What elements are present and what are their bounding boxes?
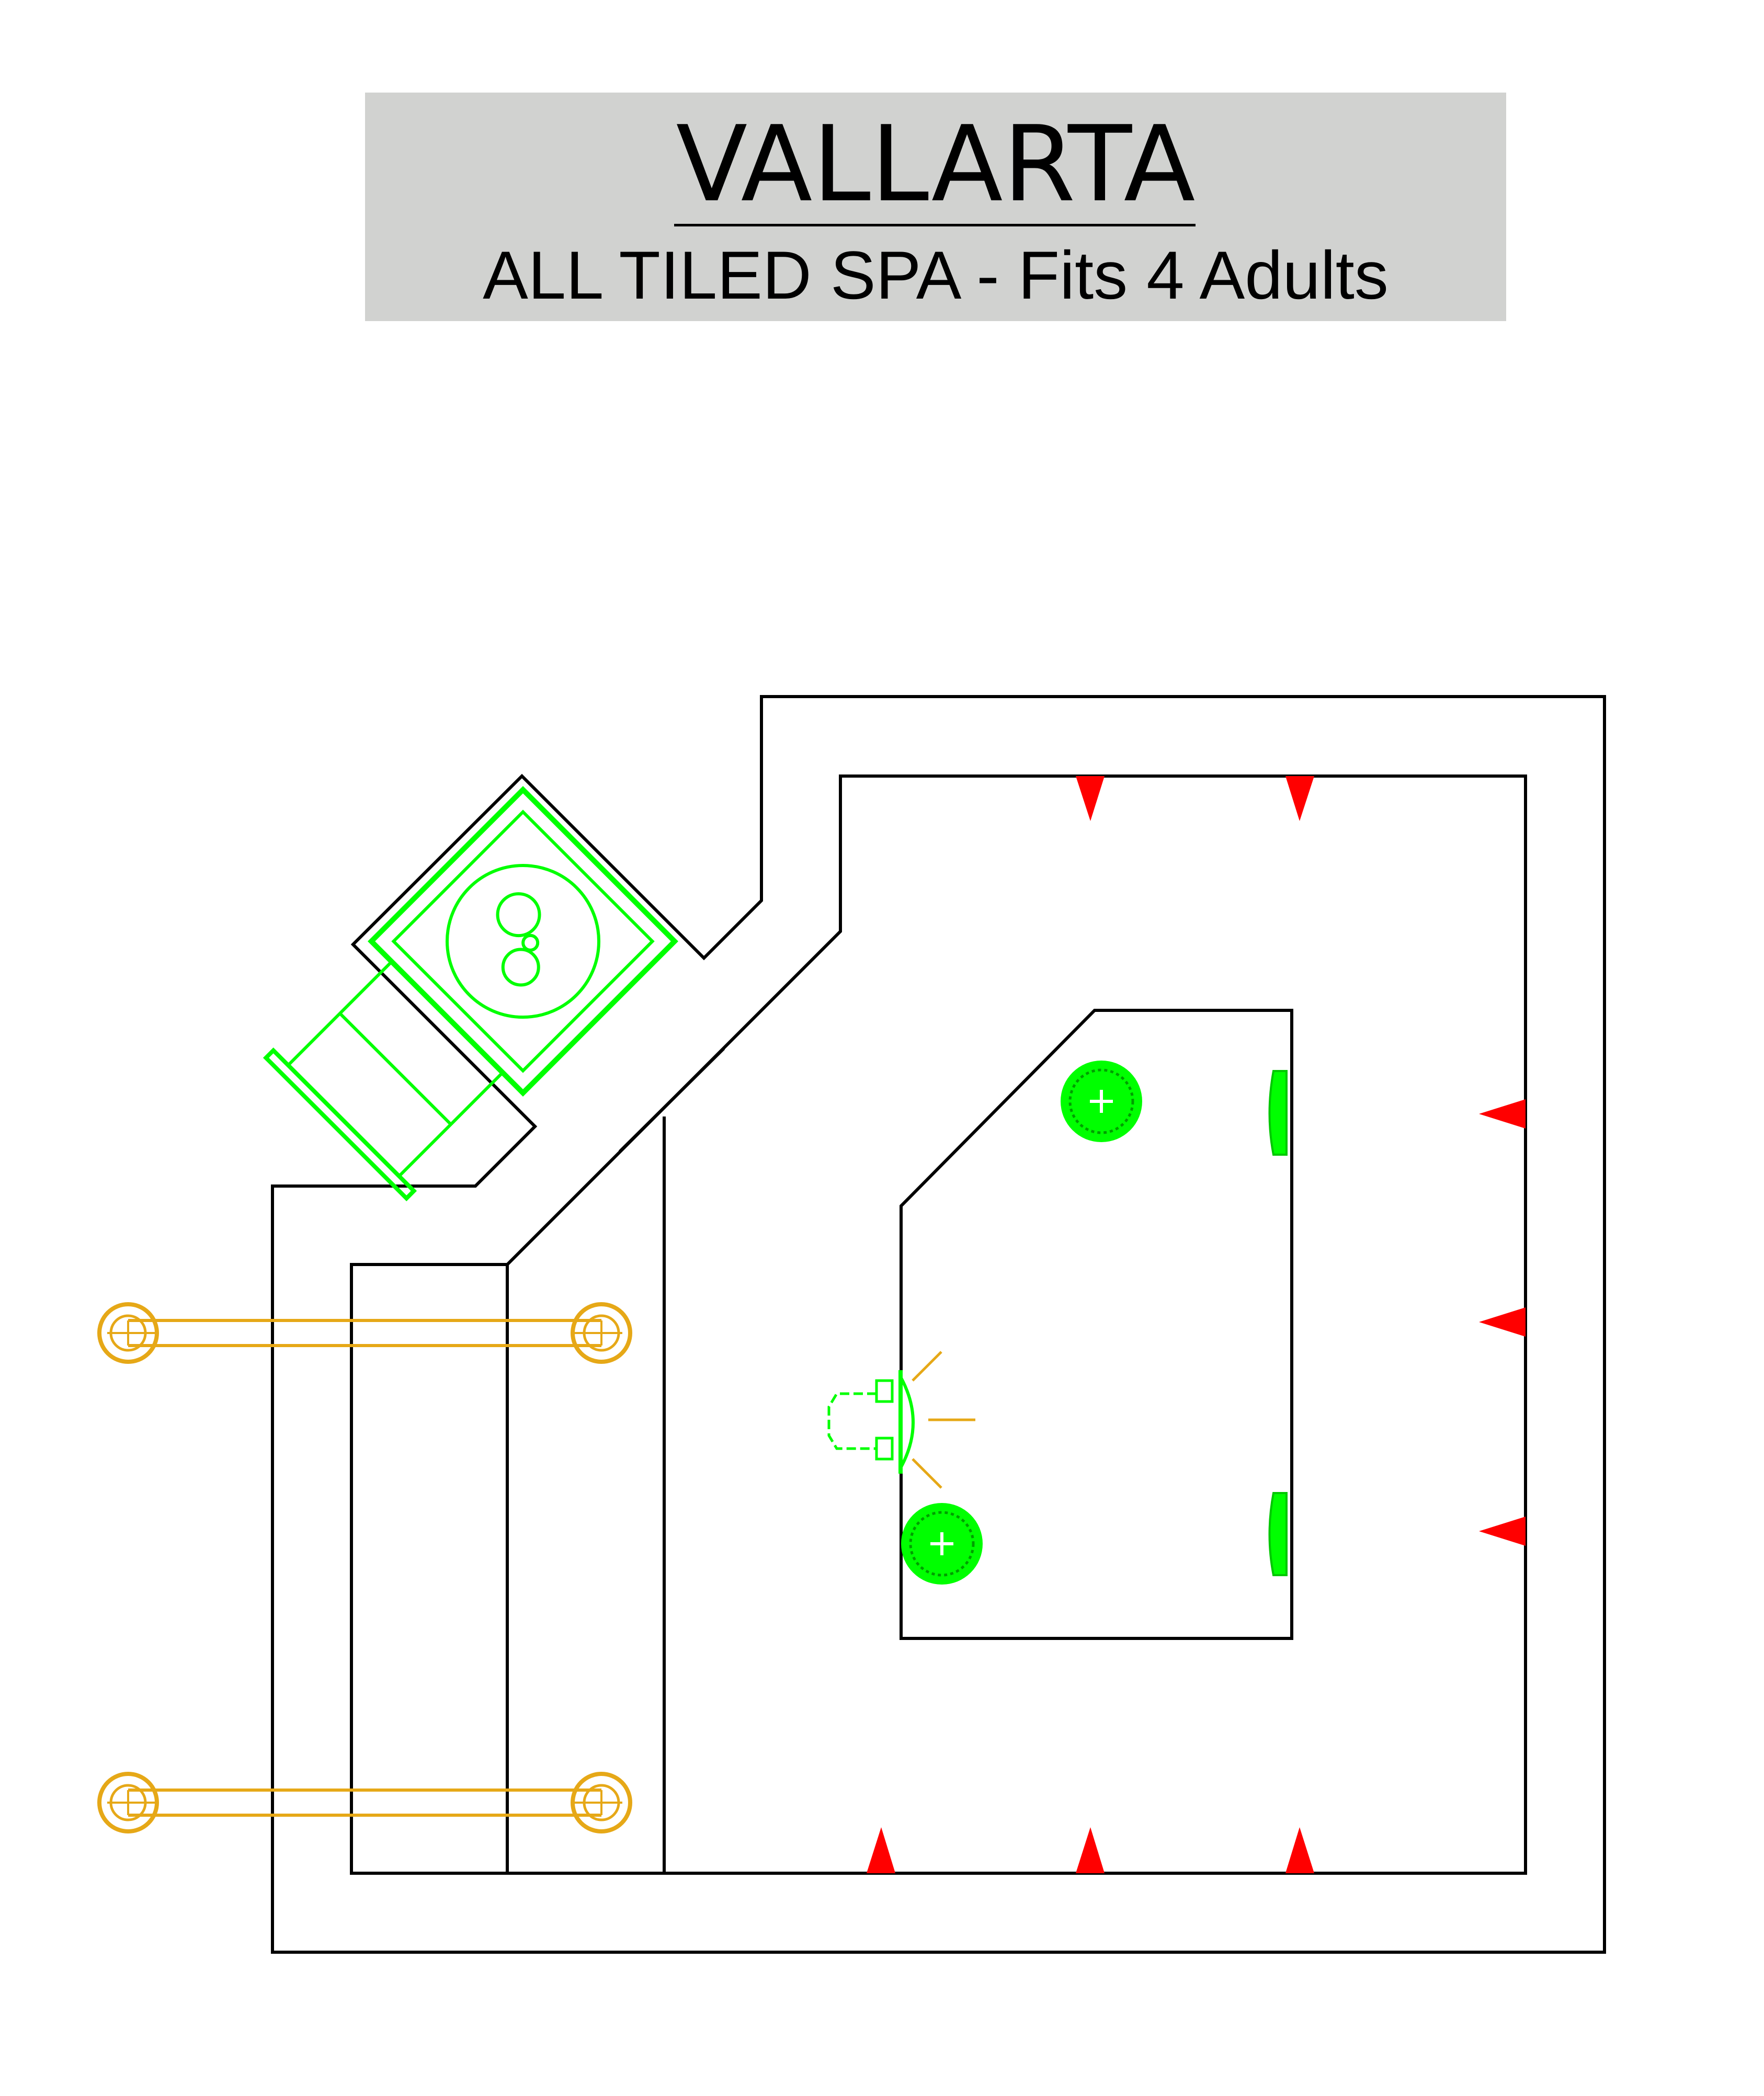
title-block: VALLARTA ALL TILED SPA - Fits 4 Adults [365, 93, 1506, 321]
skimmer-throat-line [618, 1047, 725, 1153]
drain-grate-icon [901, 1503, 983, 1585]
title-underline [674, 224, 1196, 226]
red-triangle-icon [1479, 1307, 1526, 1337]
handrail-icon [97, 1772, 632, 1833]
handrail-icon [97, 1302, 632, 1364]
center-seat [900, 1009, 1293, 1640]
red-triangle-icon [1479, 1099, 1526, 1129]
light-icon [827, 1351, 975, 1489]
red-triangle-icon [1285, 1827, 1314, 1873]
spa-model-name: VALLARTA [676, 104, 1196, 225]
red-triangle-icon [1076, 776, 1105, 821]
inner-wall [350, 774, 1527, 1875]
outer-wall [271, 695, 1606, 1954]
drain-grate-icon [1061, 1061, 1142, 1142]
spa-description: ALL TILED SPA - Fits 4 Adults [483, 237, 1389, 313]
return-fitting-icon [1268, 1070, 1288, 1156]
red-triangle-icon [1285, 776, 1314, 821]
red-triangle-icon [867, 1827, 895, 1873]
red-triangle-icon [1479, 1517, 1526, 1546]
skimmer-filter-icon [263, 786, 678, 1202]
return-fitting-icon [1268, 1492, 1288, 1576]
red-triangle-icon [1076, 1827, 1105, 1873]
